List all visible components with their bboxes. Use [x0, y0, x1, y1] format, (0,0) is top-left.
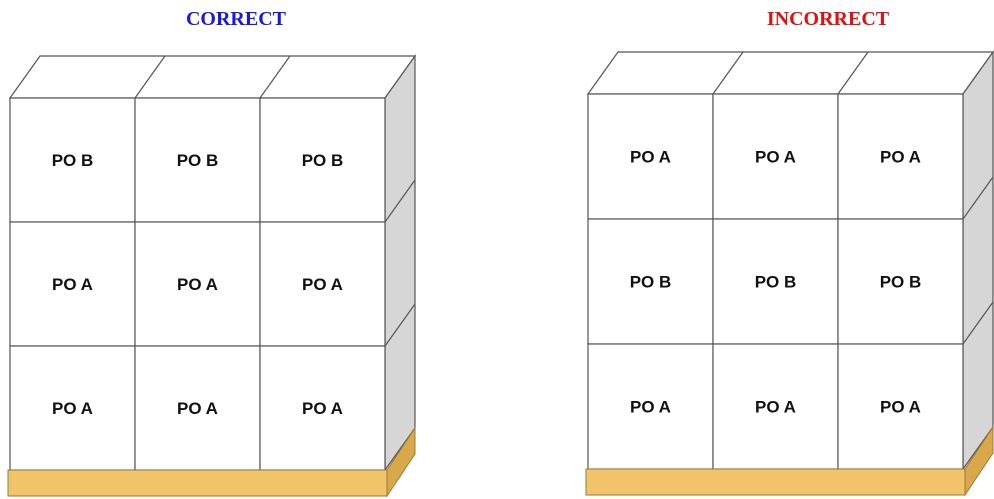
- pallet-side: [386, 426, 416, 498]
- pallet-front: [7, 469, 388, 497]
- box-label: PO A: [630, 148, 671, 167]
- box-label: PO B: [177, 151, 219, 170]
- correct-heading: CORRECT: [185, 8, 286, 30]
- box-face: [259, 97, 386, 223]
- side-divider-line: [384, 303, 416, 347]
- box-label: PO A: [755, 148, 796, 167]
- correct-pallet-diagram: PO B PO B PO B PO A PO A PO A PO A PO A PO A: [7, 54, 417, 498]
- incorrect-heading: INCORRECT: [766, 8, 890, 30]
- box-face: [259, 345, 386, 471]
- box-face: [587, 343, 714, 470]
- box-label: PO A: [755, 398, 796, 417]
- box-label: PO A: [880, 148, 921, 167]
- box-label: PO B: [52, 151, 94, 170]
- incorrect-pallet-diagram: PO A PO A PO A PO B PO B PO B PO A PO A PO A: [585, 50, 994, 497]
- box-face: [837, 343, 964, 470]
- box-label: PO A: [302, 399, 343, 418]
- side-divider-line: [962, 176, 994, 220]
- box-face: [134, 97, 261, 223]
- box-face: [712, 343, 839, 470]
- box-face: [837, 93, 964, 220]
- box-label: PO A: [52, 399, 93, 418]
- box-label: PO B: [630, 273, 672, 292]
- box-face: [837, 218, 964, 345]
- stack-top-face: [586, 51, 994, 95]
- box-label: PO A: [302, 275, 343, 294]
- top-divider-line: [837, 51, 869, 95]
- side-divider-line: [384, 179, 416, 223]
- stack-top-face: [8, 55, 417, 99]
- pallet-side: [964, 425, 994, 497]
- box-face: [134, 345, 261, 471]
- top-divider-line: [712, 51, 744, 95]
- box-face: [712, 218, 839, 345]
- box-face: [587, 218, 714, 345]
- box-label: PO B: [302, 151, 344, 170]
- box-face: [259, 221, 386, 347]
- box-label: PO A: [880, 398, 921, 417]
- pallet-front: [585, 468, 966, 496]
- box-face: [587, 93, 714, 220]
- box-face: [9, 97, 136, 223]
- stack-side-face: [962, 50, 994, 471]
- box-face: [9, 345, 136, 471]
- box-label: PO A: [630, 398, 671, 417]
- box-label: PO A: [177, 399, 218, 418]
- side-divider-line: [962, 301, 994, 345]
- box-label: PO A: [52, 275, 93, 294]
- top-divider-line: [259, 55, 291, 99]
- box-label: PO B: [755, 273, 797, 292]
- box-label: PO B: [880, 273, 922, 292]
- box-label: PO A: [177, 275, 218, 294]
- top-divider-line: [134, 55, 166, 99]
- stack-side-face: [384, 54, 416, 472]
